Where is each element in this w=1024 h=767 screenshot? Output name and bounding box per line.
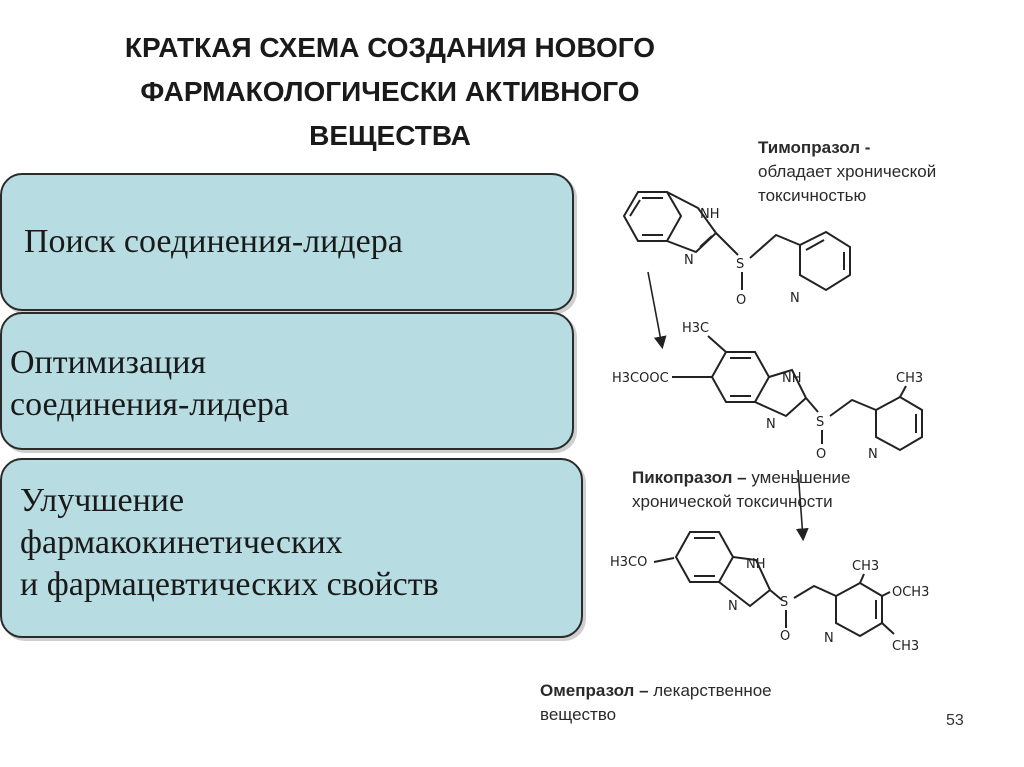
step-1-line-1: Поиск соединения-лидера [24, 223, 403, 260]
timoprazole-n-label: N [684, 253, 694, 268]
timoprazole-benzene-double-3 [629, 199, 641, 217]
structure-timoprazole: NH N S O N [622, 191, 851, 308]
structure-omeprazole: H3CO NH N S O N CH3 OCH3 CH3 [610, 531, 929, 654]
slide-title: КРАТКАЯ СХЕМА СОЗДАНИЯ НОВОГО ФАРМАКОЛОГ… [40, 26, 740, 158]
omeprazole-linker [793, 584, 837, 599]
timoprazole-pyridine-n-label: N [790, 291, 800, 306]
title-line-2: ФАРМАКОЛОГИЧЕСКИ АКТИВНОГО [140, 76, 640, 107]
picoprazole-o-label: O [816, 447, 826, 462]
omeprazole-h3co-label: H3CO [610, 555, 647, 570]
note-3-dash: – [634, 681, 654, 700]
picoprazole-c-s-bond [805, 397, 819, 413]
note-3-line-1: лекарственное [653, 681, 772, 700]
picoprazole-benzene-ring [710, 351, 771, 403]
omeprazole-n-label: N [728, 599, 738, 614]
picoprazole-ch3-label: CH3 [896, 371, 923, 386]
note-2-line-2: хронической токсичности [632, 492, 833, 511]
note-2-dash: – [732, 468, 752, 487]
omeprazole-och3-bond [881, 591, 891, 597]
omeprazole-o-label: O [780, 629, 790, 644]
timoprazole-linker [749, 233, 801, 259]
arrow-picoprazole-to-omeprazole [795, 469, 809, 542]
timoprazole-imidazole-double [699, 235, 713, 248]
picoprazole-pyridine-n-label: N [868, 447, 878, 462]
omeprazole-ch3-bottom-bond [881, 622, 895, 635]
step-pk-improvement: Улучшение фармакокинетических и фармацев… [0, 458, 583, 638]
omeprazole-och3-label: OCH3 [892, 585, 929, 600]
note-3-line-2: вещество [540, 705, 617, 724]
timoprazole-pyridine-double-1 [805, 239, 825, 251]
structure-picoprazole: H3C H3COOC NH N S O N CH3 [612, 321, 923, 462]
note-2-line-1: уменьшение [751, 468, 851, 487]
picoprazole-h3c-label: H3C [682, 321, 709, 336]
omeprazole-c-s-bond [769, 589, 783, 601]
omeprazole-ch3-top-label: CH3 [852, 559, 879, 574]
step-3-line-2: фармакокинетических [20, 524, 343, 561]
omeprazole-methoxy-bond [653, 557, 675, 563]
step-2-line-1: Оптимизация [10, 344, 207, 381]
timoprazole-c-s-bond [715, 232, 739, 256]
timoprazole-imidazole-ring [666, 191, 718, 254]
picoprazole-linker [829, 398, 877, 417]
timoprazole-benzene-ring [622, 191, 683, 242]
note-omeprazole: Омепразол – лекарственное вещество [540, 679, 910, 727]
step-3-line-3: и фармацевтических свойств [20, 566, 439, 603]
note-1-line-1: обладает хронической [758, 162, 937, 181]
omeprazole-ch3-bottom-label: CH3 [892, 639, 919, 654]
picoprazole-h3cooc-label: H3COOC [612, 371, 669, 386]
picoprazole-methyl-bond [707, 335, 727, 353]
omeprazole-pyridine-n-label: N [824, 631, 834, 646]
omeprazole-nh-label: NH [746, 557, 766, 572]
title-line-1: КРАТКАЯ СХЕМА СОЗДАНИЯ НОВОГО [124, 32, 656, 63]
step-lead-search: Поиск соединения-лидера [0, 173, 574, 311]
omeprazole-benzene-ring [674, 531, 735, 583]
timoprazole-o-label: O [736, 293, 746, 308]
step-lead-optimization: Оптимизация соединения-лидера [0, 312, 574, 450]
timoprazole-s-label: S [736, 257, 744, 272]
compound-name-picoprazole: Пикопразол [632, 468, 733, 487]
timoprazole-nh-label: NH [700, 207, 720, 222]
picoprazole-n-label: N [766, 417, 776, 432]
picoprazole-ch3-bond [899, 385, 907, 398]
note-1-line-2: токсичностью [758, 186, 867, 205]
omeprazole-s-label: S [780, 595, 788, 610]
compound-name-timoprazole: Тимопразол - [758, 138, 871, 157]
omeprazole-ch3-top-bond [859, 573, 865, 584]
timoprazole-pyridine-ring [799, 230, 851, 292]
title-line-3: ВЕЩЕСТВА [309, 120, 471, 151]
note-timoprazole: Тимопразол - обладает хронической токсич… [758, 136, 1024, 208]
compound-name-omeprazole: Омепразол [540, 681, 635, 700]
page-number: 53 [946, 712, 964, 729]
picoprazole-nh-label: NH [782, 371, 802, 386]
note-picoprazole: Пикопразол – уменьшение хронической токс… [632, 466, 992, 514]
arrow-timoprazole-to-picoprazole [647, 271, 667, 350]
step-2-line-2: соединения-лидера [10, 386, 289, 423]
picoprazole-s-label: S [816, 415, 824, 430]
step-3-line-1: Улучшение [20, 482, 185, 519]
